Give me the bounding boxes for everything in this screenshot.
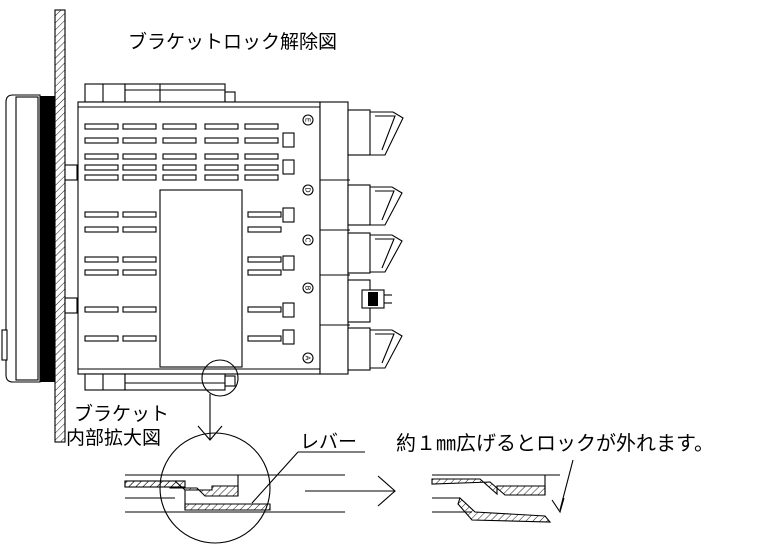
vent-slot bbox=[247, 211, 282, 218]
lever-leader bbox=[251, 451, 299, 504]
front-bezel bbox=[1, 94, 55, 383]
vent-slot bbox=[244, 153, 279, 160]
connector-letter: E bbox=[304, 118, 312, 122]
vent-slot bbox=[247, 226, 282, 233]
connector-labels: E D C B A bbox=[302, 114, 314, 364]
vent-slot bbox=[122, 306, 157, 313]
vent-slot bbox=[122, 137, 157, 144]
vent-slot bbox=[84, 123, 119, 130]
vent-slot bbox=[244, 137, 279, 144]
lever-label: レバー bbox=[300, 431, 357, 453]
diagram-title: ブラケットロック解除図 bbox=[128, 30, 337, 53]
vent-slot bbox=[122, 335, 157, 342]
terminal-square bbox=[282, 132, 295, 148]
vent-slot bbox=[122, 164, 157, 171]
terminal-square bbox=[282, 159, 295, 175]
connector-letter: D bbox=[304, 187, 312, 192]
rear-plugs bbox=[347, 109, 371, 371]
connector-label-b: B bbox=[302, 282, 314, 294]
connector-label-c: C bbox=[302, 234, 314, 246]
vent-slot bbox=[204, 174, 239, 181]
connector-label-d: D bbox=[302, 184, 314, 196]
instruction-arrow bbox=[551, 497, 565, 514]
rear-connector-block bbox=[319, 101, 349, 375]
vent-slot bbox=[204, 123, 239, 130]
top-bracket bbox=[84, 83, 236, 103]
lever-closed-view bbox=[124, 474, 345, 513]
vent-slot bbox=[122, 269, 157, 276]
terminal-squares bbox=[282, 132, 295, 345]
connector-dividers bbox=[320, 179, 350, 326]
detail-label-line2: 内部拡大図 bbox=[66, 427, 161, 449]
vent-slot bbox=[244, 123, 279, 130]
vent-slot bbox=[244, 174, 279, 181]
enlarged-detail-circle bbox=[159, 432, 271, 544]
vent-slot bbox=[247, 269, 282, 276]
vent-slot bbox=[84, 174, 119, 181]
vent-slot bbox=[247, 256, 282, 263]
transition-arrow bbox=[305, 475, 396, 507]
instruction-leader bbox=[559, 459, 574, 511]
vent-slot bbox=[84, 269, 119, 276]
vent-slot bbox=[122, 153, 157, 160]
vent-slot bbox=[84, 211, 119, 218]
vent-slot bbox=[204, 164, 239, 171]
vent-slot bbox=[84, 153, 119, 160]
terminal-square bbox=[282, 255, 295, 271]
vent-slot bbox=[84, 335, 119, 342]
vent-slot bbox=[122, 211, 157, 218]
vent-slot bbox=[122, 226, 157, 233]
vent-slot bbox=[122, 123, 157, 130]
vent-slot bbox=[244, 164, 279, 171]
cable-covers bbox=[370, 111, 404, 369]
terminal-square bbox=[282, 329, 295, 345]
vent-slot bbox=[162, 153, 197, 160]
center-window bbox=[159, 189, 243, 368]
bottom-bracket bbox=[84, 373, 236, 391]
instruction-text: 約１㎜広げるとロックが外れます。 bbox=[396, 431, 714, 455]
mounting-panel bbox=[54, 9, 66, 443]
detail-label-line1: ブラケット bbox=[74, 402, 169, 425]
vent-slot bbox=[84, 306, 119, 313]
vent-slot bbox=[84, 164, 119, 171]
latch-clip bbox=[361, 289, 392, 309]
vent-slot bbox=[204, 137, 239, 144]
connector-letter: A bbox=[304, 356, 312, 361]
lever-open-view bbox=[431, 474, 560, 523]
left-clip-lower bbox=[64, 297, 78, 314]
vent-slot bbox=[162, 164, 197, 171]
detail-marker-circle bbox=[201, 359, 239, 397]
vent-slot bbox=[204, 153, 239, 160]
vent-slot bbox=[84, 226, 119, 233]
vent-slot bbox=[122, 174, 157, 181]
connector-letter: B bbox=[304, 286, 312, 291]
connector-label-e: E bbox=[302, 114, 314, 126]
detail-arrow bbox=[197, 425, 223, 441]
vent-slot bbox=[247, 306, 282, 313]
left-clip-upper bbox=[64, 164, 78, 181]
terminal-square bbox=[282, 207, 295, 223]
vent-slot bbox=[162, 123, 197, 130]
connector-letter: C bbox=[304, 238, 312, 243]
terminal-square bbox=[282, 302, 295, 318]
vent-slot bbox=[84, 256, 119, 263]
vent-slot bbox=[247, 335, 282, 342]
vent-slot bbox=[162, 137, 197, 144]
ventilation-slots bbox=[84, 123, 282, 342]
vent-slot bbox=[122, 256, 157, 263]
connector-label-a: A bbox=[302, 352, 314, 364]
vent-slot bbox=[84, 137, 119, 144]
vent-slot bbox=[162, 174, 197, 181]
